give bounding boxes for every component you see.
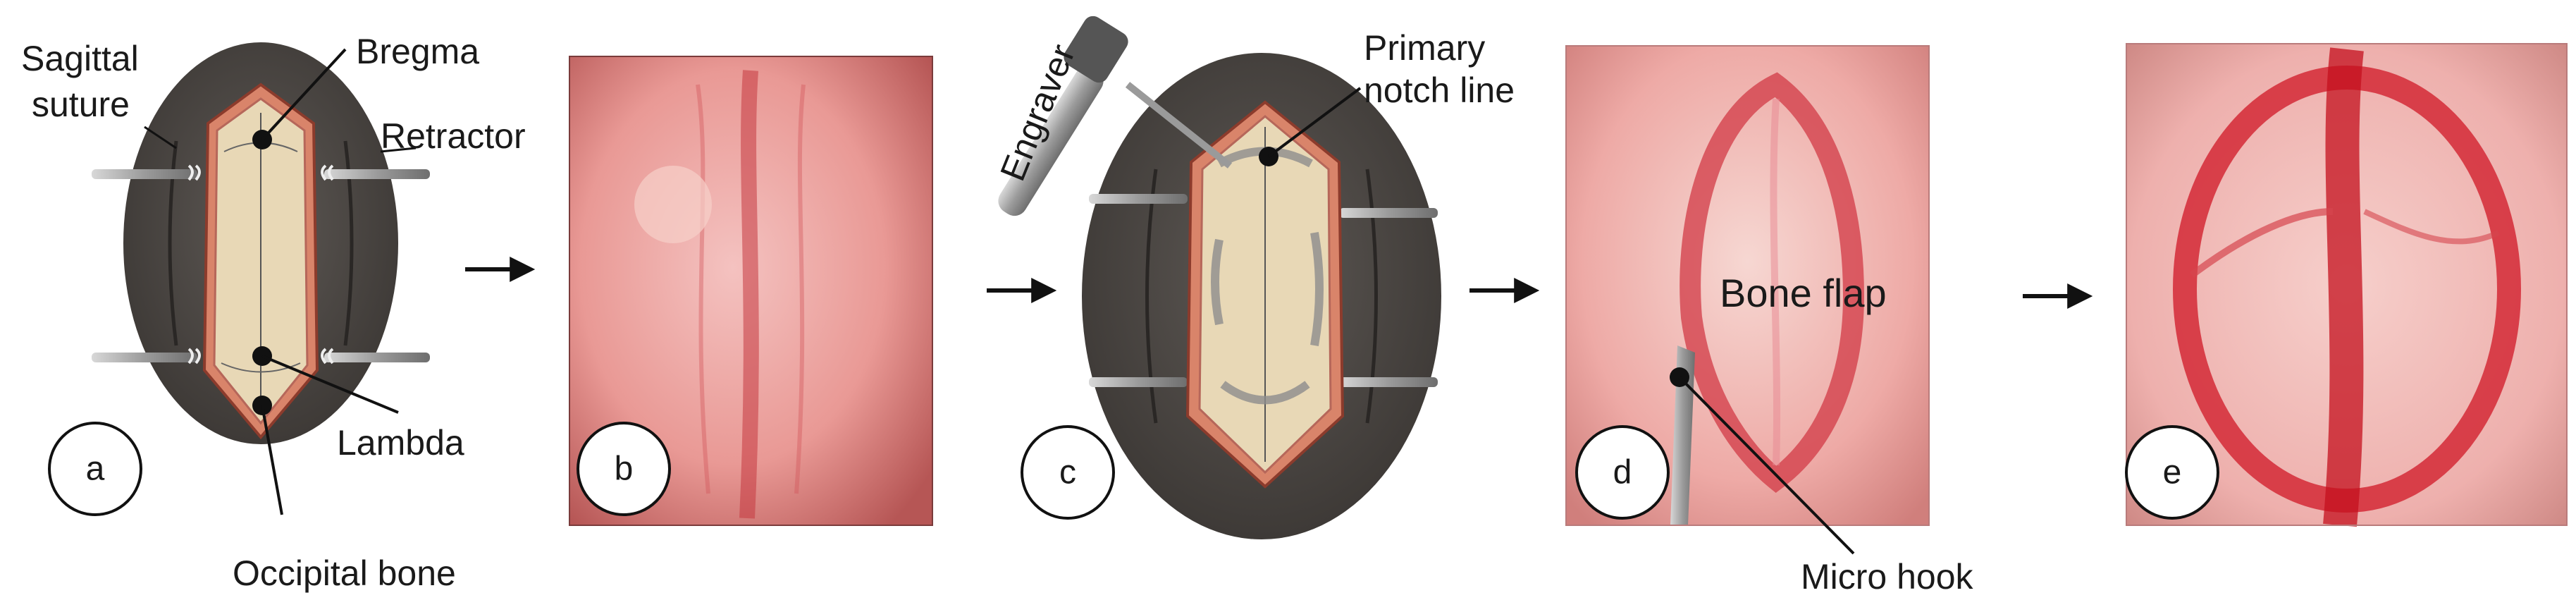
- panel-b-badge: [577, 422, 671, 516]
- label-sagittal-suture-line2: suture: [32, 85, 130, 124]
- panel-c-retractors: [1089, 194, 1438, 387]
- panel-d-bone-flap-outline: [1680, 72, 1865, 493]
- label-occipital-bone: Occipital bone: [233, 553, 456, 593]
- panel-e-sinus: [2323, 47, 2364, 527]
- label-bone-flap: Bone flap: [1720, 271, 1887, 315]
- label-retractor: Retractor: [381, 116, 526, 156]
- label-bregma: Bregma: [356, 32, 479, 71]
- panel-c-notch-lines: [1211, 147, 1324, 405]
- panel-b-letter: b: [615, 451, 634, 488]
- panel-c-badge: [1021, 425, 1115, 520]
- label-micro-hook: Micro hook: [1801, 557, 1974, 596]
- label-primary-notch-line2: notch line: [1364, 71, 1515, 110]
- panel-a: Sagittal suture Bregma Retractor Lambda …: [21, 32, 526, 593]
- panel-a-badge: [48, 422, 142, 516]
- panel-d-badge: [1575, 425, 1670, 520]
- panel-a-letter: a: [86, 451, 105, 488]
- panel-e-badge: [2125, 425, 2219, 520]
- panel-d: Bone flap Micro hook d: [1565, 45, 1974, 596]
- micro-hook-instrument: [1670, 345, 1695, 525]
- panel-c: Engraver Primary notch line c: [992, 16, 1515, 539]
- engraver-tool: [998, 16, 1233, 216]
- panel-d-letter: d: [1613, 454, 1632, 491]
- panel-b: b: [569, 56, 933, 526]
- panel-a-fold-left: [168, 140, 178, 346]
- label-lambda: Lambda: [337, 423, 464, 463]
- panel-c-letter: c: [1059, 454, 1076, 491]
- label-primary-notch-line1: Primary: [1364, 28, 1485, 68]
- panel-a-fold-right: [343, 140, 354, 346]
- panel-e-letter: e: [2163, 454, 2182, 491]
- panel-a-retractors: [92, 164, 430, 365]
- panel-e: e: [2125, 43, 2568, 527]
- label-sagittal-suture-line1: Sagittal: [21, 39, 139, 78]
